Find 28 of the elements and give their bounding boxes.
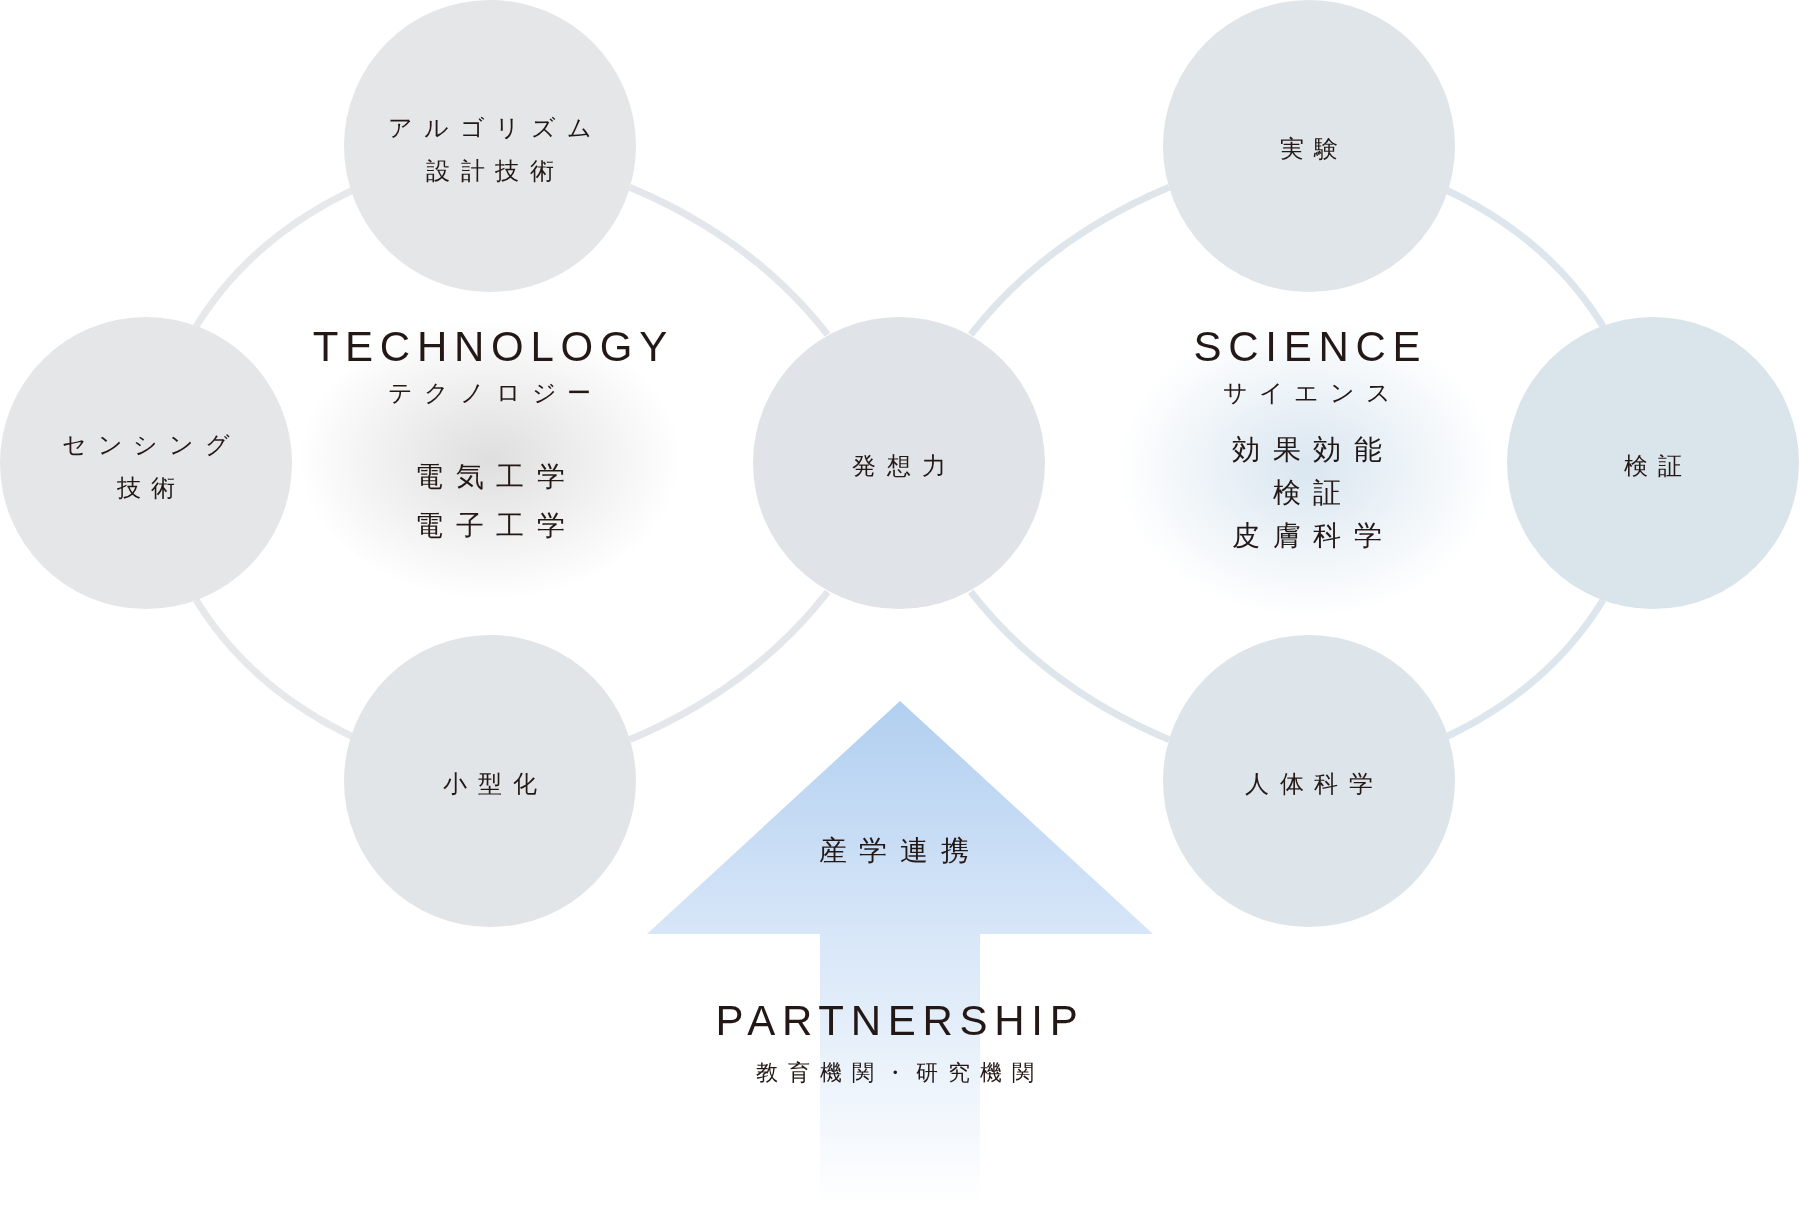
field-label: 皮膚科学	[1232, 518, 1395, 555]
arrow-label: 産学連携	[818, 834, 982, 868]
ring-connector	[1445, 597, 1607, 740]
ring-connector	[628, 589, 831, 743]
circle-label: 設計技術	[425, 156, 565, 187]
field-label: 検証	[1272, 474, 1354, 511]
ring-connector	[193, 187, 354, 329]
circle-label: 発想力	[852, 451, 957, 483]
circle-label: 実験	[1279, 134, 1350, 166]
field-label: 電子工学	[415, 507, 578, 544]
ring-connector	[193, 597, 354, 740]
subheading: 教育機関・研究機関	[756, 1059, 1044, 1087]
field-label: 電気工学	[415, 458, 578, 495]
ring-connector	[968, 589, 1171, 743]
heading: SCIENCE	[1193, 322, 1428, 372]
heading: TECHNOLOGY	[312, 322, 674, 372]
circle-label: 人体科学	[1244, 769, 1384, 801]
circle-label: アルゴリズム	[388, 112, 603, 144]
circle-label: 検証	[1623, 451, 1694, 483]
circle-label: 技術	[116, 473, 187, 504]
circle-label: センシング	[61, 429, 241, 461]
heading: PARTNERSHIP	[715, 995, 1085, 1046]
ring-connector	[628, 184, 831, 337]
field-label: 効果効能	[1232, 431, 1395, 468]
circle-label: 小型化	[443, 769, 548, 801]
subheading: テクノロジー	[388, 378, 603, 410]
ring-connector	[1445, 187, 1607, 329]
subheading: サイエンス	[1222, 378, 1402, 410]
